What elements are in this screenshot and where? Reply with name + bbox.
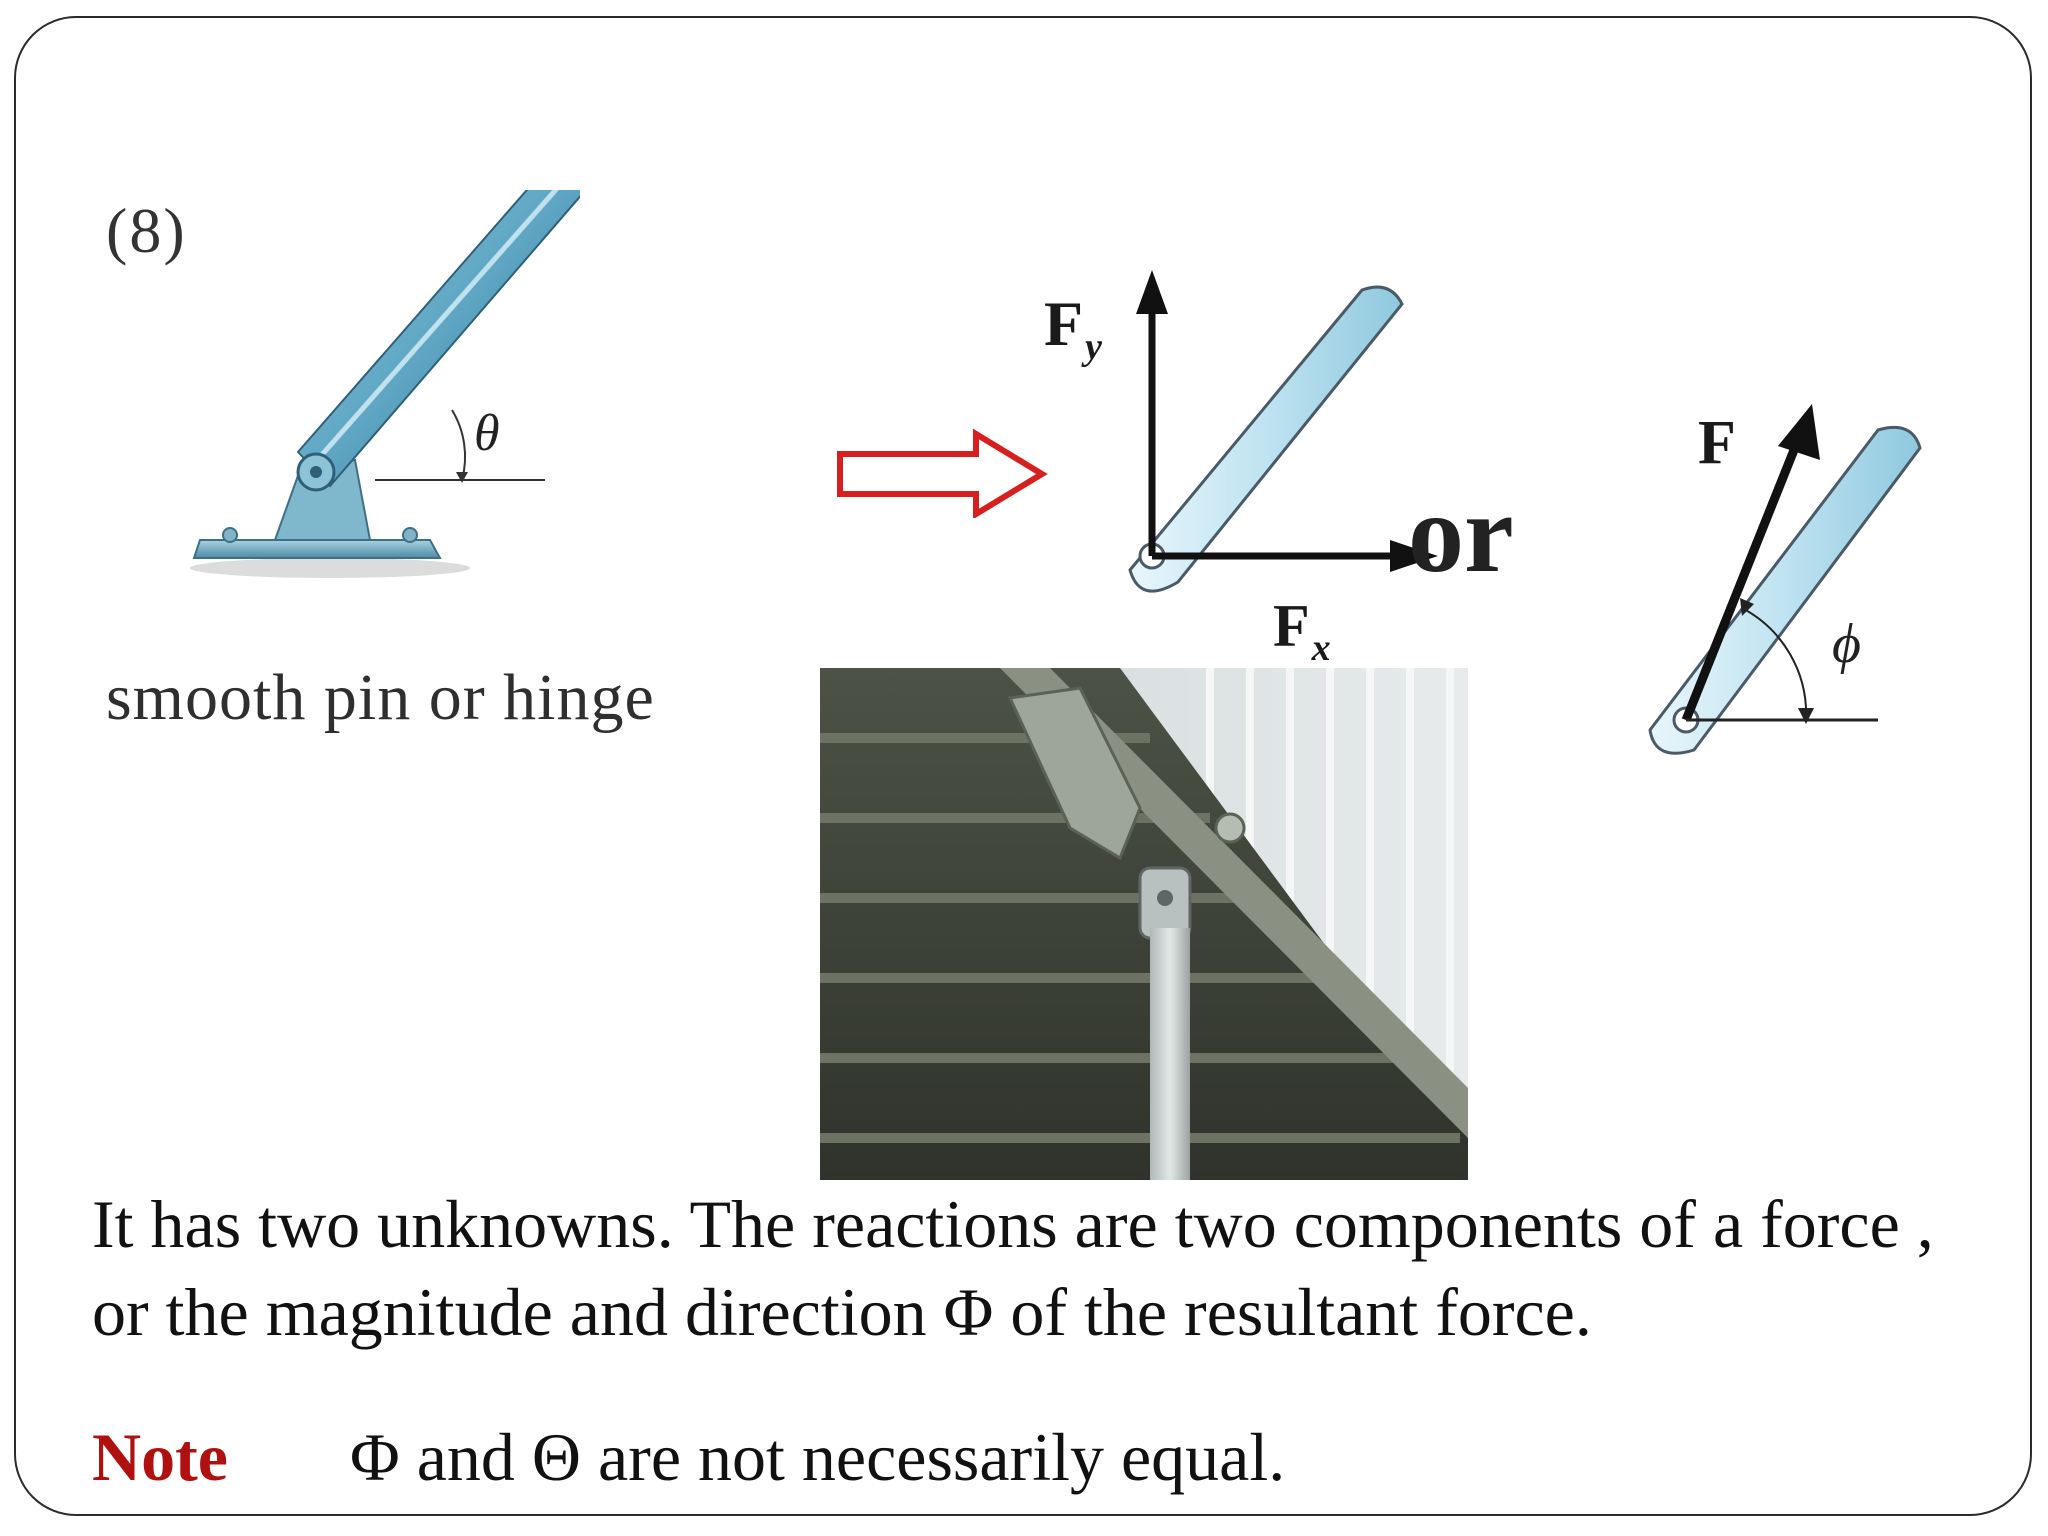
figure-caption: smooth pin or hinge xyxy=(106,661,655,734)
phi-label: ϕ xyxy=(1832,613,1861,675)
right-arrow-icon xyxy=(837,428,1048,518)
resultant-force-diagram xyxy=(1648,404,1922,755)
component-forces-diagram xyxy=(1128,270,1438,593)
note-label: Note xyxy=(92,1419,228,1495)
figure-number: (8) xyxy=(106,195,187,266)
fy-label: Fy xyxy=(1044,288,1102,368)
resultant-label: F xyxy=(1698,409,1736,477)
note-text: Φ and Θ are not necessarily equal. xyxy=(350,1419,1286,1495)
fx-label: Fx xyxy=(1273,593,1331,669)
pin-connection-photo xyxy=(820,668,1468,1180)
explanation-text: It has two unknowns. The reactions are t… xyxy=(92,1186,1934,1350)
or-text: or xyxy=(1408,472,1514,596)
theta-label: θ xyxy=(474,405,500,462)
pin-support-illustration xyxy=(190,190,580,578)
